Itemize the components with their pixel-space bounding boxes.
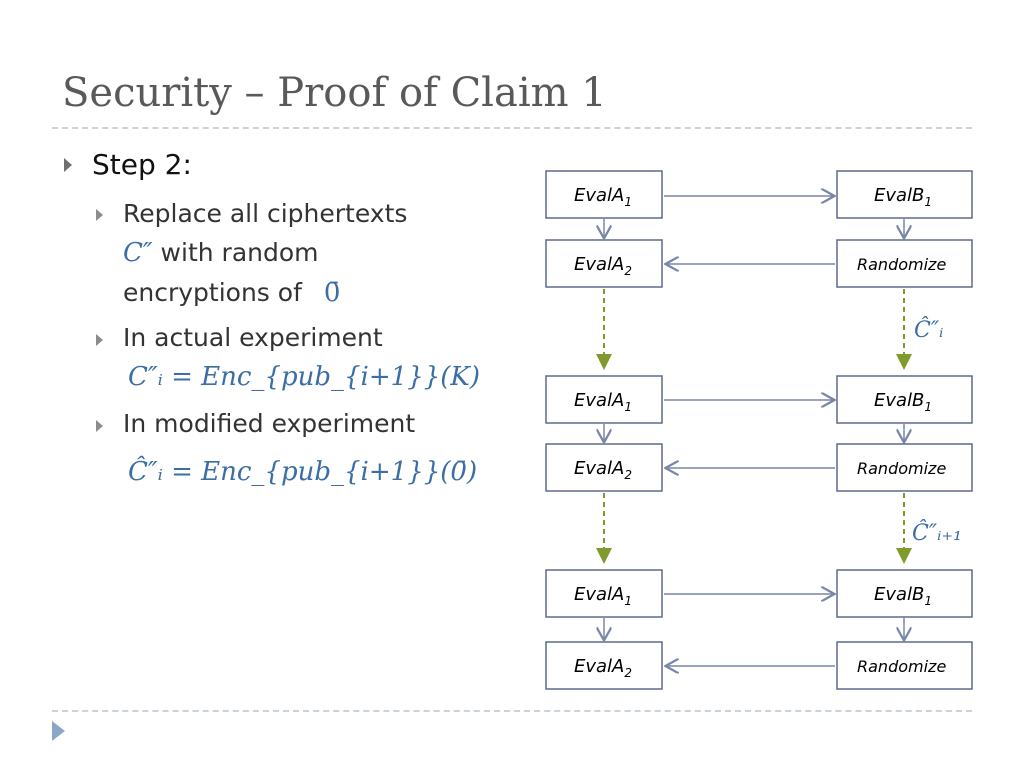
evalB1-box-3 xyxy=(836,569,973,618)
randomize-box-2 xyxy=(836,443,973,492)
title-divider xyxy=(52,127,972,129)
sub-bullet-arrow-icon xyxy=(96,334,103,346)
actual-formula-text: C″ᵢ = Enc_{pub_{i+1}}(K) xyxy=(128,362,480,392)
c-double-prime-math: C″ xyxy=(123,238,153,268)
evalB1-box-2 xyxy=(836,375,973,424)
replace-line3-text: encryptions of xyxy=(123,278,302,307)
step-heading: Step 2: xyxy=(92,148,192,181)
evalA2-label-1: EvalA2 xyxy=(574,254,632,278)
actual-experiment-formula: C″ᵢ = Enc_{pub_{i+1}}(K) xyxy=(128,362,480,392)
evalA1-box-2 xyxy=(545,375,663,424)
evalA1-label-2: EvalA1 xyxy=(574,390,632,414)
evalA2-label-3: EvalA2 xyxy=(574,656,632,680)
slide-title: Security – Proof of Claim 1 xyxy=(62,70,607,116)
replace-line1: Replace all ciphertexts xyxy=(123,199,408,228)
next-slide-arrow-icon[interactable] xyxy=(52,721,65,741)
evalA1-label-1: EvalA1 xyxy=(574,185,632,209)
evalA2-box-3 xyxy=(545,641,663,690)
randomize-label-1: Randomize xyxy=(857,255,946,274)
evalB1-box-1 xyxy=(836,170,973,219)
randomize-label-2: Randomize xyxy=(857,459,946,478)
modified-experiment-label: In modified experiment xyxy=(123,409,416,438)
randomize-label-3: Randomize xyxy=(857,657,946,676)
evalB1-label-2: EvalB1 xyxy=(874,390,932,414)
evalA1-box-1 xyxy=(545,170,663,219)
ci-label: Ĉ″ᵢ xyxy=(914,316,943,343)
replace-line2: C″ with random xyxy=(123,238,319,268)
actual-experiment-label: In actual experiment xyxy=(123,323,383,352)
evalA2-box-2 xyxy=(545,443,663,492)
modified-formula-text: Ĉ″ᵢ = Enc_{pub_{i+1}}(0̄) xyxy=(128,457,478,487)
evalA2-label-2: EvalA2 xyxy=(574,458,632,482)
evalB1-label-3: EvalB1 xyxy=(874,584,932,608)
zero-bar-math: 0̄ xyxy=(323,278,341,308)
evalB1-label-1: EvalB1 xyxy=(874,185,932,209)
bullet-arrow-icon xyxy=(64,158,72,172)
sub-bullet-arrow-icon xyxy=(96,420,103,432)
replace-line3: encryptions of 0̄ xyxy=(123,278,340,308)
footer-divider xyxy=(52,710,972,712)
modified-experiment-formula: Ĉ″ᵢ = Enc_{pub_{i+1}}(0̄) xyxy=(128,457,477,487)
evalA1-label-3: EvalA1 xyxy=(574,584,632,608)
randomize-box-1 xyxy=(836,239,973,288)
sub-bullet-arrow-icon xyxy=(96,209,103,221)
ci1-label: Ĉ″ᵢ₊₁ xyxy=(912,519,962,546)
randomize-box-3 xyxy=(836,641,973,690)
evalA1-box-3 xyxy=(545,569,663,618)
evalA2-box-1 xyxy=(545,239,663,288)
replace-line2-rest: with random xyxy=(152,238,319,267)
